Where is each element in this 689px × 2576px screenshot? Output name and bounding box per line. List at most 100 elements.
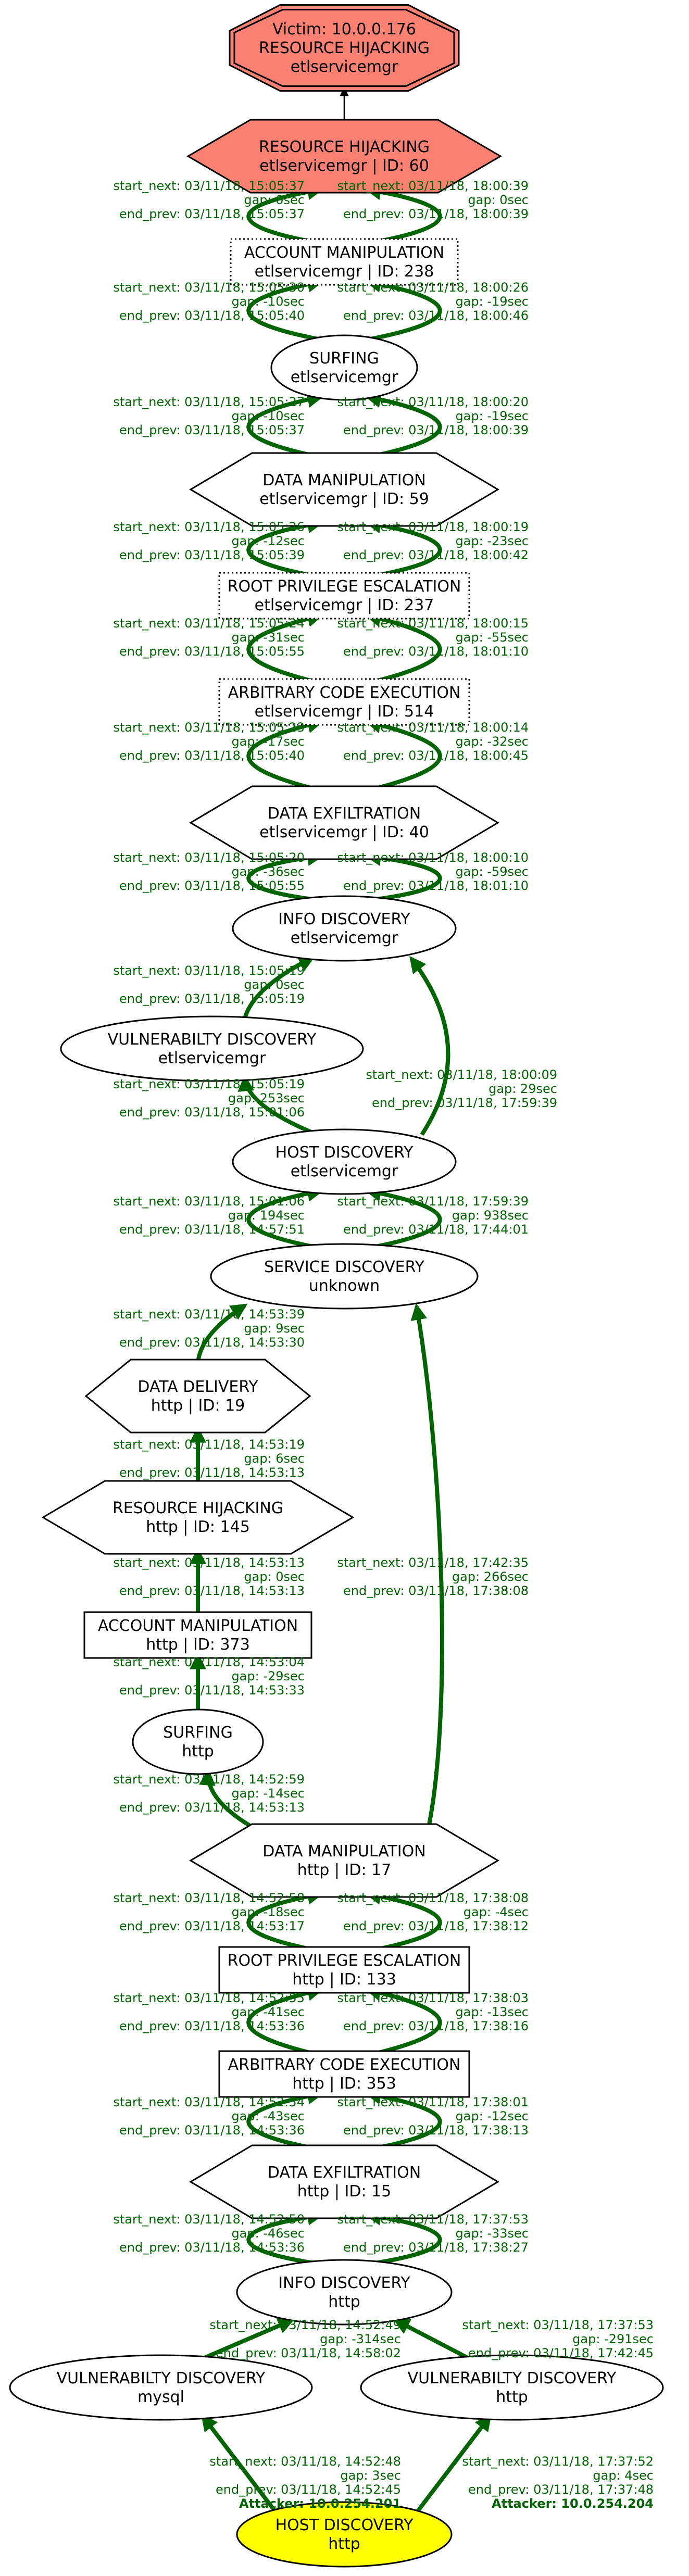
- edge-label-line: start_next: 03/11/18, 14:53:13: [113, 1555, 305, 1570]
- node-label-line: mysql: [137, 2388, 184, 2406]
- edge-label-line: end_prev: 03/11/18, 17:38:13: [343, 2123, 529, 2138]
- node-shape: [236, 2259, 453, 2326]
- edge-de15-ace353-b: [364, 2088, 442, 2152]
- edge-label-line: start_next: 03/11/18, 14:52:49: [209, 2318, 401, 2332]
- edge-label-line: gap: -43sec: [231, 2109, 305, 2123]
- node-label-line: VULNERABILTY DISCOVERY: [108, 1031, 317, 1049]
- edge-label-line: start_next: 03/11/18, 17:38:08: [337, 1891, 529, 1905]
- edge-label-line: end_prev: 03/11/18, 14:57:51: [119, 1222, 305, 1237]
- edge-label-line: gap: -10sec: [231, 294, 305, 309]
- node-shape: [132, 1708, 264, 1775]
- node-label-line: etlservicemgr: [291, 929, 398, 947]
- edge-label-line: end_prev: 03/11/18, 14:58:02: [216, 2346, 401, 2360]
- node-label-line: ROOT PRIVILEGE ESCALATION: [228, 577, 461, 596]
- node-label-line: etlservicemgr | ID: 238: [255, 262, 434, 281]
- edge-am238-rh60-a: [246, 183, 324, 245]
- node-shape-inner: [233, 9, 455, 87]
- edge-label-line: gap: 3sec: [340, 2468, 401, 2483]
- edge-label-line: start_next: 03/11/18, 18:00:20: [337, 395, 529, 409]
- edge-label-line: start_next: 03/11/18, 18:00:26: [337, 280, 529, 295]
- node-label-line: etlservicemgr | ID: 40: [259, 823, 429, 841]
- node-label-line: http: [328, 2293, 360, 2311]
- edge-label-line: end_prev: 03/11/18, 14:53:30: [119, 1335, 305, 1350]
- node-label-line: SERVICE DISCOVERY: [264, 1258, 424, 1276]
- node-shape: [218, 678, 470, 726]
- node-shape: [189, 2144, 499, 2219]
- edge-label-line: end_prev: 03/11/18, 18:00:46: [343, 308, 529, 323]
- edge-de40-ace514-b: [364, 717, 442, 793]
- node-label-line: http | ID: 133: [292, 1970, 396, 1989]
- edge-label-line: end_prev: 03/11/18, 17:59:39: [372, 1096, 557, 1110]
- edge-label-line: gap: -314sec: [320, 2332, 401, 2346]
- edge-label-line: gap: 9sec: [244, 1321, 305, 1336]
- edge-label-line: start_next: 03/11/18, 18:00:14: [337, 720, 529, 735]
- edge-label-line: start_next: 03/11/18, 14:52:54: [113, 2095, 305, 2109]
- edge-label-line: gap: -36sec: [231, 864, 305, 879]
- edge-label-line: end_prev: 03/11/18, 15:05:19: [119, 991, 305, 1006]
- edge-label-line: start_next: 03/11/18, 17:37:52: [462, 2454, 654, 2469]
- edge-label-line: end_prev: 03/11/18, 15:05:55: [119, 878, 305, 893]
- edge-label-line: end_prev: 03/11/18, 17:44:01: [343, 1222, 529, 1237]
- node-label-line: etlservicemgr | ID: 59: [259, 490, 429, 508]
- edge-dm59-surf-a: [246, 391, 324, 459]
- edge-hd-id: [409, 956, 450, 1136]
- edge-sd-hd-a: [246, 1185, 324, 1250]
- node-shape: [83, 1611, 312, 1659]
- edge-de15-ace353-a: [246, 2088, 324, 2152]
- edge-label-line: end_prev: 03/11/18, 14:53:17: [119, 1919, 305, 1933]
- node-label-line: etlservicemgr | ID: 514: [255, 702, 434, 721]
- node-label-line: http: [182, 1742, 214, 1761]
- edge-label-line: start_next: 03/11/18, 15:05:24: [113, 616, 305, 631]
- edge-label-line: end_prev: 03/11/18, 18:01:10: [343, 644, 529, 659]
- edge-label-line: gap: 6sec: [244, 1451, 305, 1466]
- edge-label-line: gap: -29sec: [231, 1669, 305, 1683]
- node-shape: [232, 1128, 457, 1195]
- edge-label-line: end_prev: 03/11/18, 17:38:12: [343, 1919, 529, 1933]
- edge-label-line: gap: -31sec: [231, 630, 305, 645]
- edge-de40-ace514-a: [246, 717, 324, 793]
- node-label-line: unknown: [309, 1277, 380, 1295]
- node-label-line: etlservicemgr | ID: 60: [259, 157, 429, 175]
- node-label-line: SURFING: [309, 349, 379, 368]
- edge-surf-am238-b: [364, 276, 442, 342]
- edge-ace514-rpe237-a: [246, 610, 324, 685]
- edge-label-line: gap: -33sec: [455, 2226, 529, 2241]
- edge-label-line: end_prev: 03/11/18, 15:05:39: [119, 548, 305, 562]
- edge-label-line: gap: 194sec: [228, 1208, 305, 1223]
- edge-label-line: gap: -13sec: [455, 2005, 529, 2019]
- edge-label-line: end_prev: 03/11/18, 14:53:33: [119, 1683, 305, 1698]
- node-label-line: RESOURCE HIJACKING: [112, 1499, 283, 1517]
- edge-label-line: gap: -14sec: [231, 1786, 305, 1801]
- edge-label-line: gap: 266sec: [452, 1569, 529, 1584]
- edge-label-line: start_next: 03/11/18, 15:05:20: [113, 850, 305, 865]
- edge-label-line: gap: 0sec: [244, 193, 305, 207]
- node-label-line: VULNERABILTY DISCOVERY: [57, 2369, 266, 2387]
- edge-label-line: end_prev: 03/11/18, 14:53:13: [119, 1465, 305, 1480]
- edge-dm17-sd: [410, 1303, 444, 1835]
- edge-label-line: end_prev: 03/11/18, 14:53:36: [119, 2123, 305, 2138]
- edge-label-line: end_prev: 03/11/18, 17:38:08: [343, 1584, 529, 1598]
- edge-label-line: start_next: 03/11/18, 18:00:15: [337, 616, 529, 631]
- edge-id-de40-b: [364, 849, 442, 902]
- node-shape: [360, 2354, 664, 2421]
